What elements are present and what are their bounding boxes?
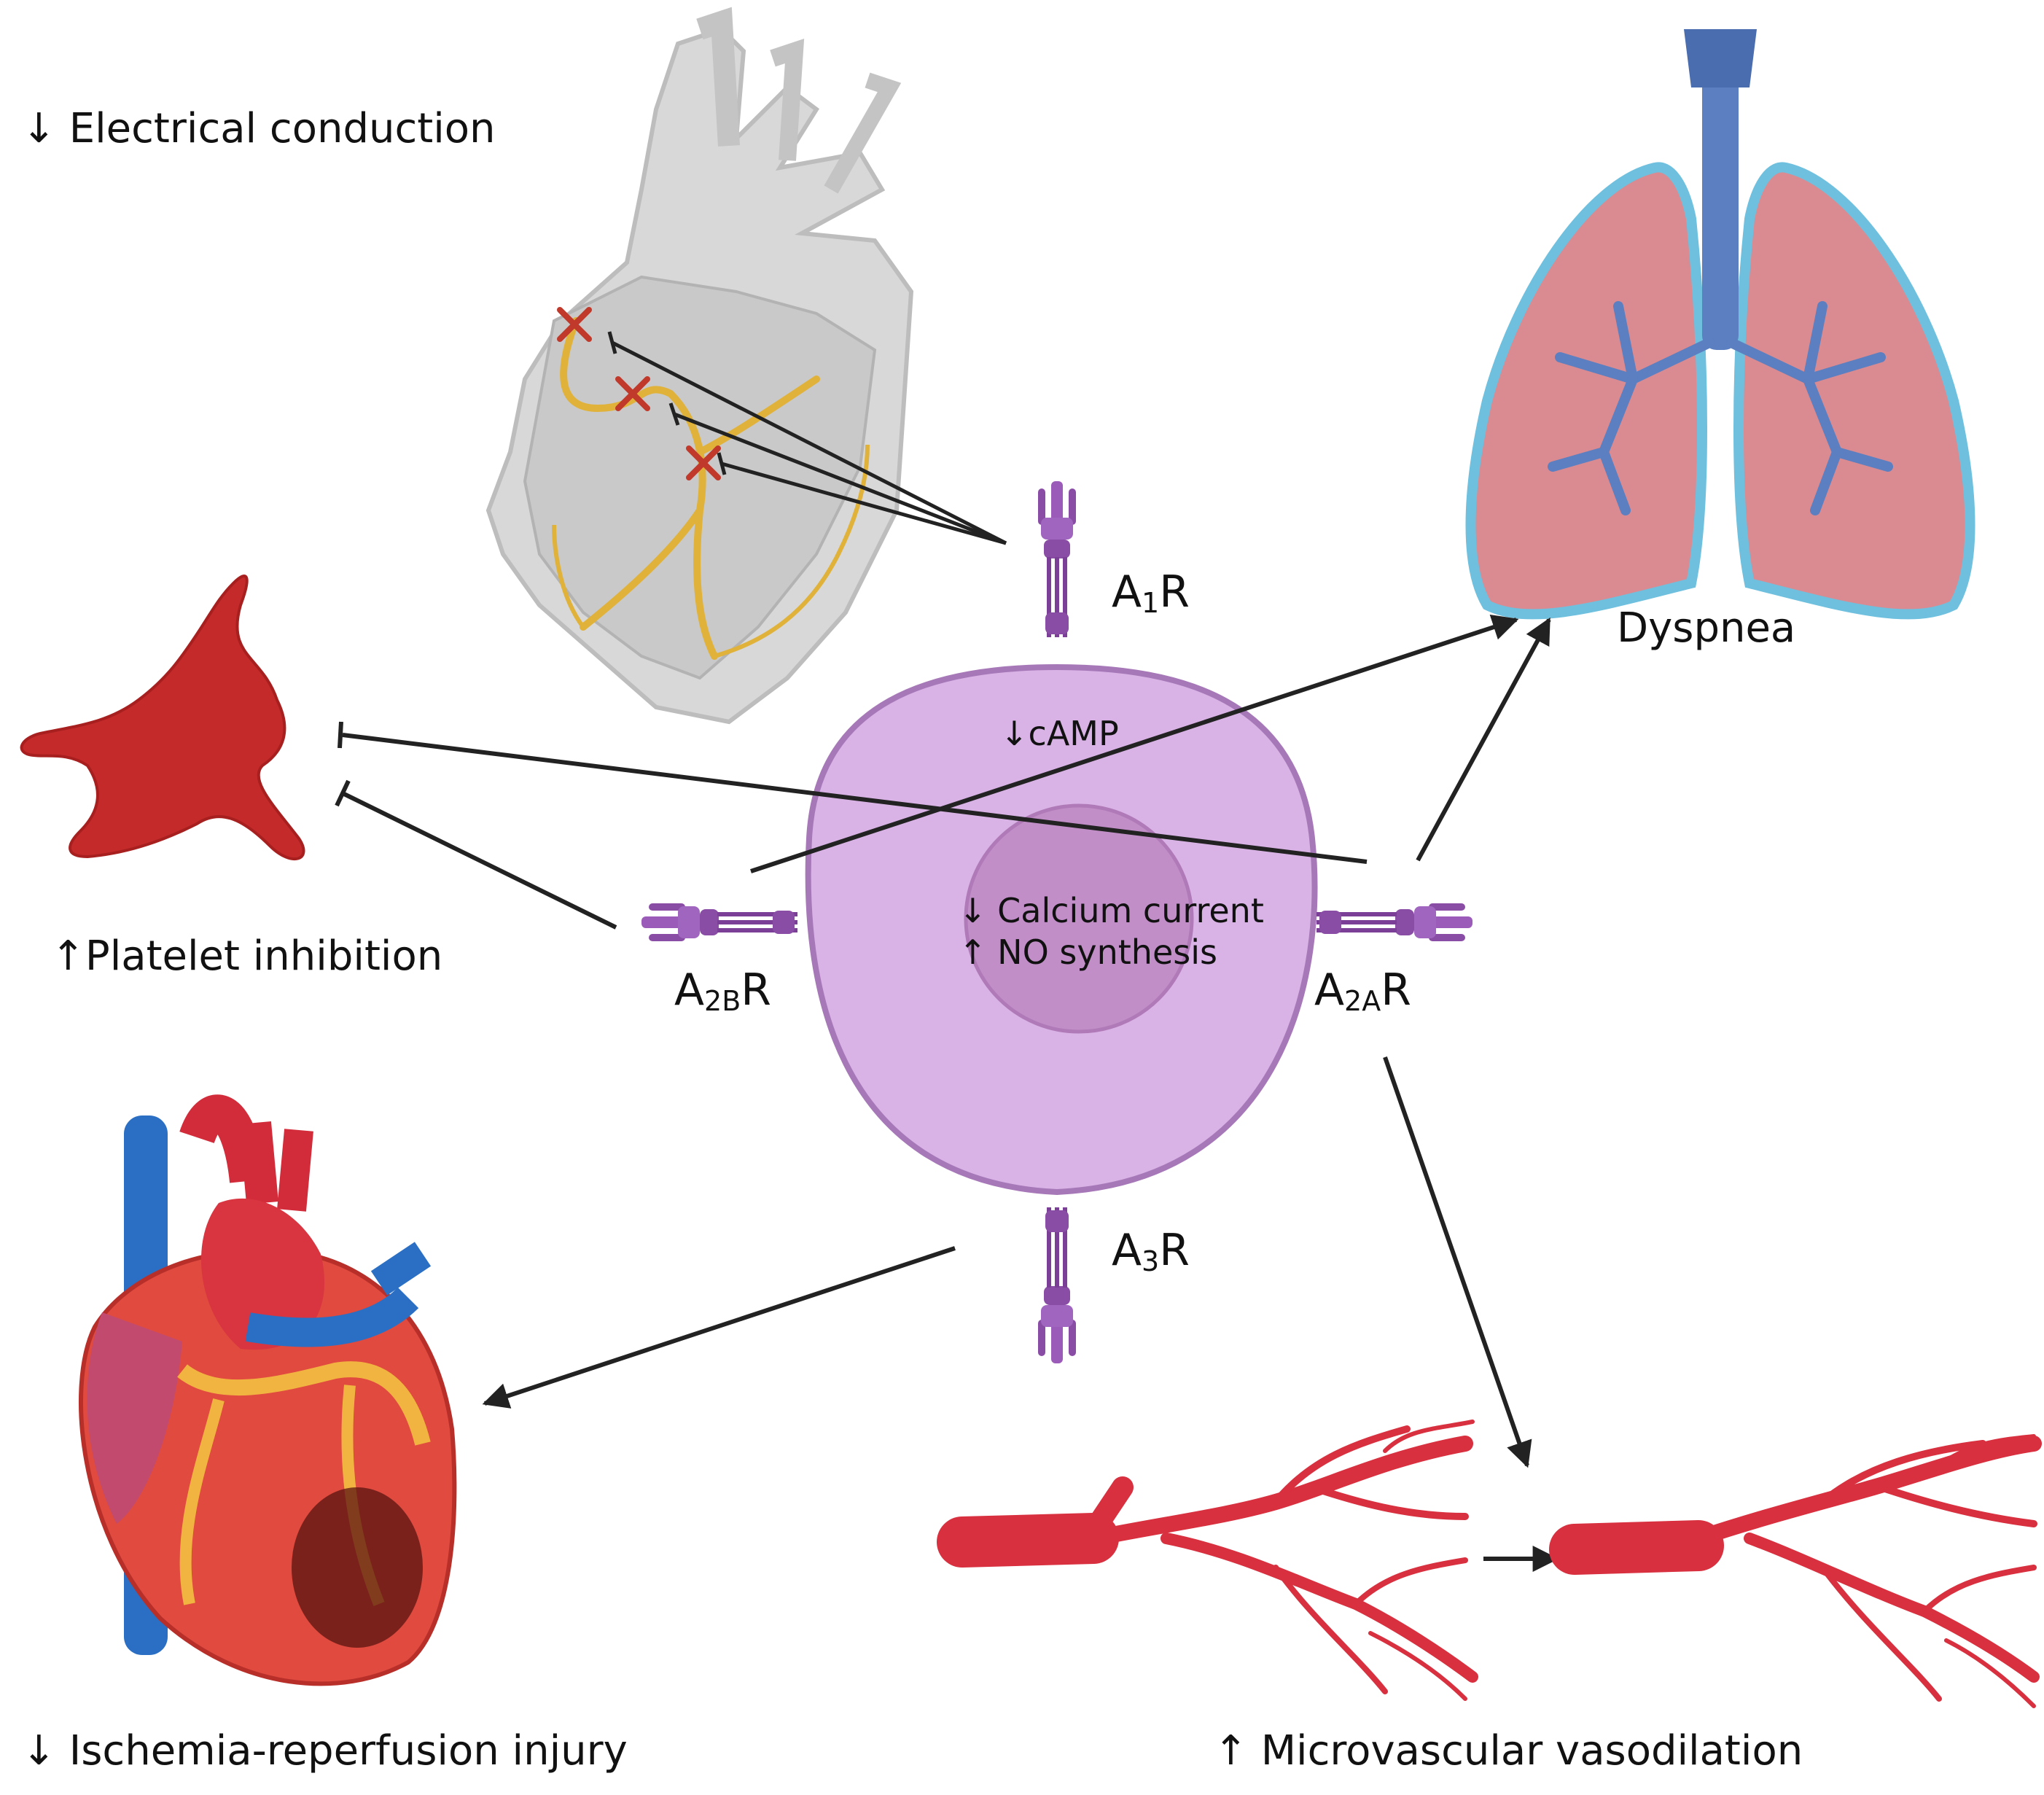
vasodilation-arrows [1383, 1056, 1559, 1572]
label-no-synthesis: ↑ NO synthesis [959, 932, 1217, 972]
platelet-inhibition-lines [335, 721, 1368, 930]
vessel-before-illustration [937, 1420, 1478, 1701]
label-camp: ↓cAMP [1000, 714, 1119, 753]
ischemia-arrow [482, 1246, 956, 1409]
block-mark-3 [686, 445, 721, 480]
dyspnea-arrows [750, 615, 1551, 873]
a1r-inhibition-lines [607, 331, 1007, 545]
receptor-a2ar [1316, 903, 1472, 941]
label-calcium-current: ↓ Calcium current [959, 891, 1264, 930]
conduction-pathway [560, 317, 820, 660]
label-a3r: A3R [1112, 1225, 1190, 1277]
ischemic-heart-illustration [79, 1094, 457, 1686]
receptor-a3r [1038, 1207, 1076, 1363]
label-a2ar: A2AR [1314, 965, 1411, 1017]
block-mark-2 [615, 376, 650, 411]
target-cell [805, 663, 1318, 1196]
block-mark-1 [557, 307, 592, 342]
label-a2br: A2BR [674, 965, 771, 1017]
conduction-heart-illustration [485, 7, 914, 725]
label-electrical-conduction: ↓ Electrical conduction [22, 105, 496, 152]
label-ischemia-reperfusion: ↓ Ischemia-reperfusion injury [22, 1727, 628, 1775]
vessel-after-illustration [1549, 1434, 2042, 1708]
receptor-a1r [1038, 481, 1076, 637]
trachea [1702, 44, 1739, 350]
receptor-a2br [641, 903, 797, 941]
lungs-illustration [1465, 29, 1975, 620]
label-a1r: A1R [1112, 566, 1190, 619]
platelet-illustration [20, 575, 305, 860]
label-microvascular-vasodilation: ↑ Microvascular vasodilation [1214, 1727, 1803, 1775]
label-platelet-inhibition: ↑Platelet inhibition [51, 932, 442, 980]
cell-nucleus [964, 803, 1194, 1034]
label-dyspnea: Dyspnea [1617, 604, 1795, 652]
